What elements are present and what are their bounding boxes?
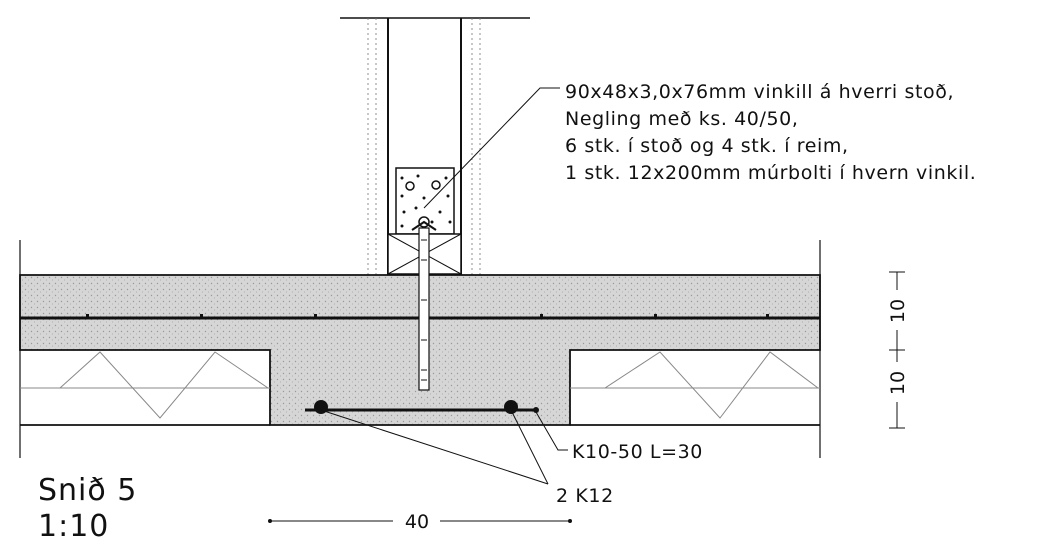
annotation-line-2: Negling með ks. 40/50, (565, 108, 799, 130)
leader-lines (320, 87, 568, 485)
insulation-left (20, 351, 270, 419)
horizontal-dimension (268, 519, 572, 523)
wall-stud (340, 17, 530, 275)
stirrup-label: K10-50 L=30 (572, 441, 703, 463)
dimension-width: 40 (405, 511, 429, 533)
section-title: Snið 5 (38, 473, 137, 508)
annotation-line-4: 1 stk. 12x200mm múrbolti í hvern vinkil. (565, 162, 976, 184)
dimension-slab-thickness: 10 (887, 299, 909, 323)
main-rebar-label: 2 K12 (556, 485, 614, 507)
vertical-dimension (888, 271, 906, 429)
anchor-bolt (418, 227, 430, 391)
annotation-line-3: 6 stk. í stoð og 4 stk. í reim, (565, 135, 849, 157)
bracket-annotation: 90x48x3,0x76mm vinkill á hverri stoð, Ne… (565, 81, 976, 184)
section-scale: 1:10 (38, 509, 109, 542)
beam-rebar (305, 400, 539, 414)
annotation-line-1: 90x48x3,0x76mm vinkill á hverri stoð, (565, 81, 954, 103)
dimension-beam-drop: 10 (887, 371, 909, 395)
insulation-right (570, 351, 820, 419)
